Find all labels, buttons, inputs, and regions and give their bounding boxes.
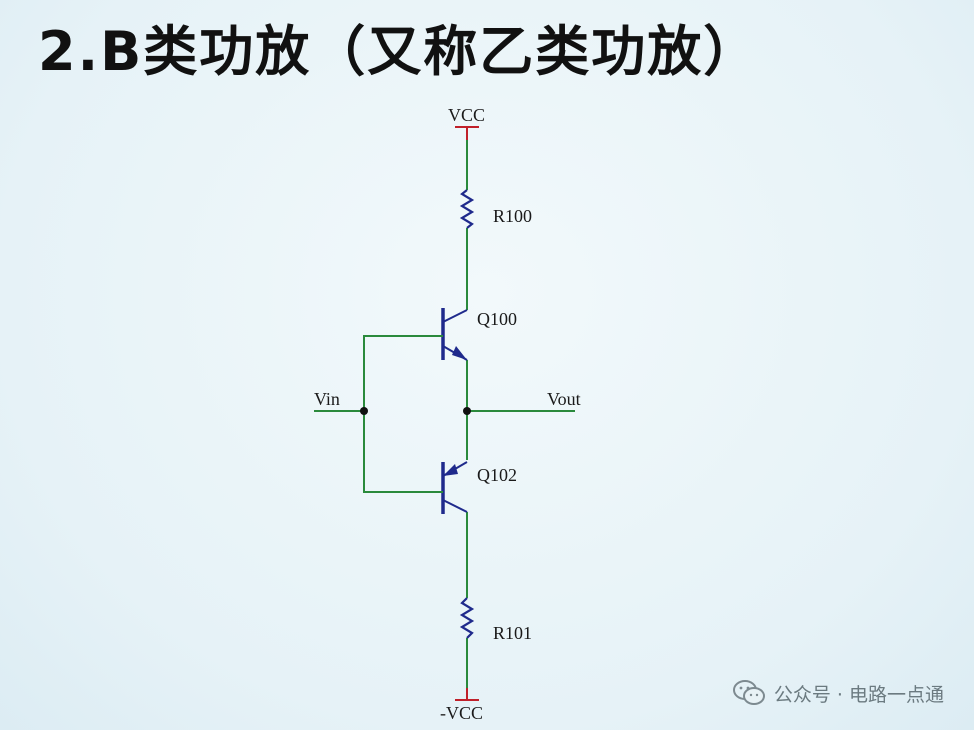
label-vcc: VCC <box>448 105 485 125</box>
vcc-terminal <box>455 126 479 140</box>
wire-base-loop <box>363 335 443 493</box>
junction-vout <box>463 407 471 415</box>
wechat-icon <box>732 680 765 705</box>
resistor-r101 <box>459 597 475 639</box>
label-q102: Q102 <box>477 465 517 485</box>
transistor-q102 <box>441 461 468 514</box>
label-vin: Vin <box>314 389 340 409</box>
transistor-q100 <box>441 308 468 361</box>
vee-terminal <box>455 688 479 701</box>
watermark: 公众号 · 电路一点通 <box>732 676 944 710</box>
label-vout: Vout <box>547 389 581 409</box>
label-r100: R100 <box>493 206 532 226</box>
label-vee: -VCC <box>440 703 483 723</box>
resistor-r100 <box>459 189 475 229</box>
label-r101: R101 <box>493 623 532 643</box>
watermark-text: 公众号 · 电路一点通 <box>773 683 944 706</box>
label-q100: Q100 <box>477 309 517 329</box>
junction-vin <box>360 407 368 415</box>
page-title: 2.B类功放（又称乙类功放） <box>38 20 760 83</box>
